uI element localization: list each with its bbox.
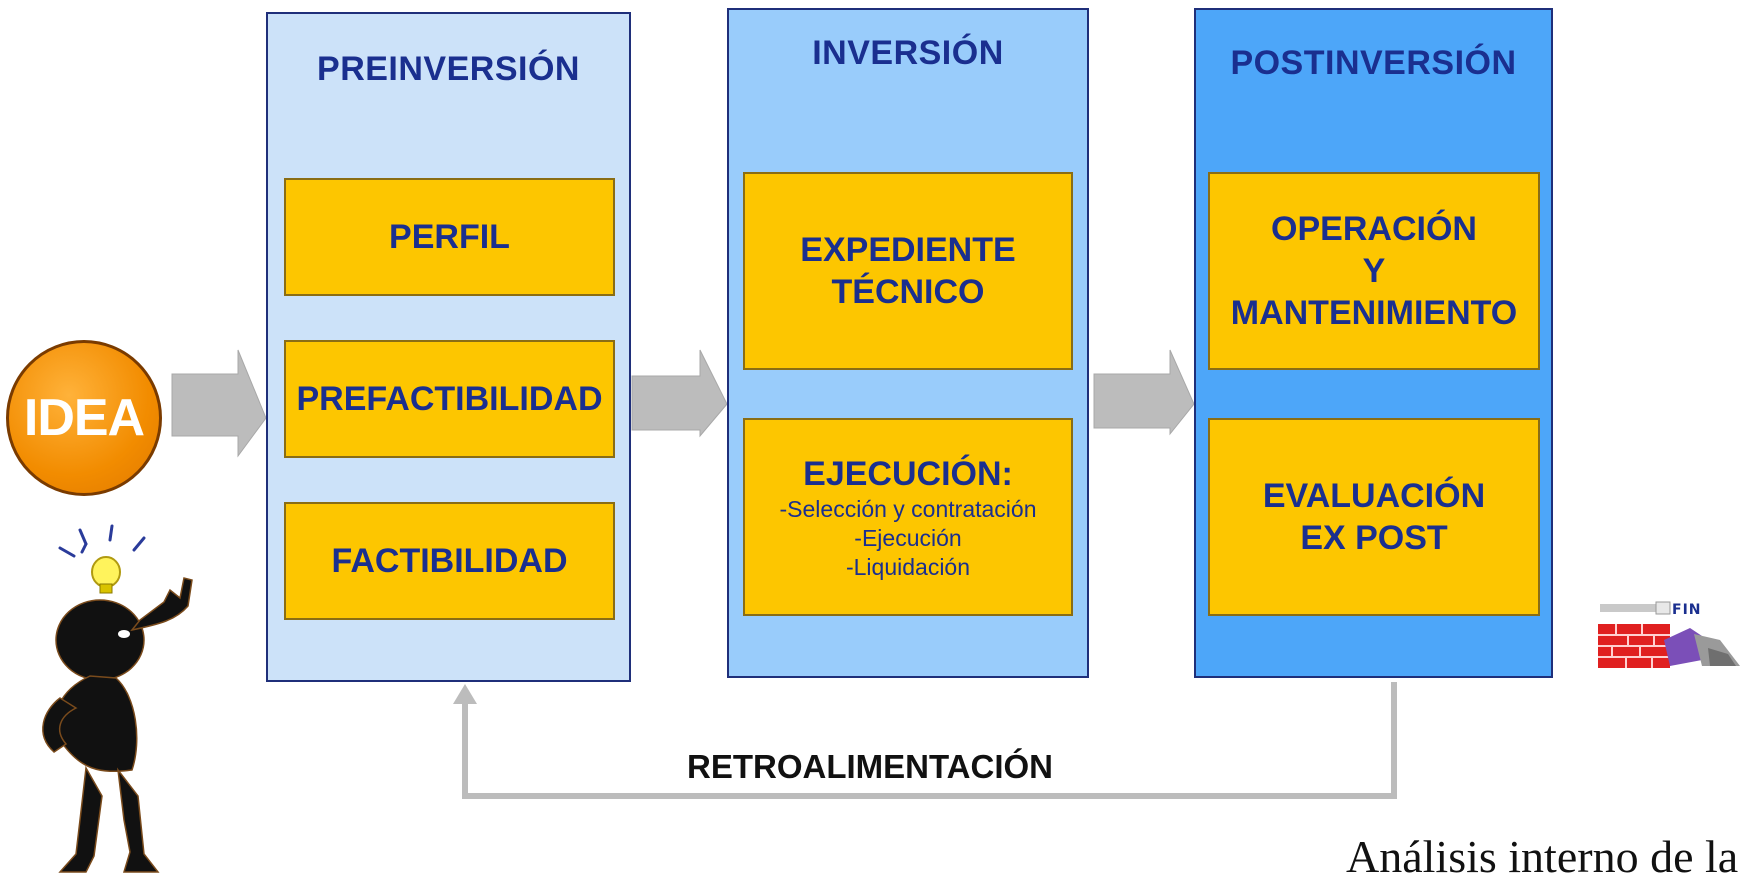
arrow-preinversion-to-inversion: [631, 349, 728, 438]
stage-operacion-line-3: MANTENIMIENTO: [1230, 294, 1518, 332]
stage-expediente-line-1: EXPEDIENTE: [800, 231, 1016, 269]
feedback-arrowhead: [453, 684, 477, 704]
stage-operacion-line-2: Y: [1362, 252, 1386, 290]
stage-evaluacion-line-1: EVALUACIÓN: [1262, 477, 1486, 515]
lightbulb-rays: [58, 524, 146, 558]
feedback-label: RETROALIMENTACIÓN: [686, 748, 1054, 785]
stage-prefactibilidad: EXPEDIENTE PREFACTIBILIDAD: [284, 340, 615, 458]
arrow-inversion-to-postinversion: [1093, 349, 1195, 436]
phase-title-postinversion: POSTINVERSIÓN: [1230, 44, 1517, 82]
stage-ejecucion-sub-1: -Selección y contratación: [779, 495, 1037, 522]
arrow-idea-to-preinversion: [171, 349, 267, 458]
feedback-loop-line: [462, 682, 1397, 799]
stage-evaluacion-line-2: EX POST: [1300, 519, 1448, 557]
lightbulb-icon: [91, 556, 121, 594]
stage-ejecucion: EJECUCIÓN: -Selección y contratación -Ej…: [743, 418, 1073, 616]
stage-operacion-mantenimiento: OPERACIÓN Y MANTENIMIENTO: [1208, 172, 1540, 370]
stage-factibilidad-label: FACTIBILIDAD: [331, 542, 568, 580]
idea-person-icon: [42, 524, 193, 873]
end-wall-icon: FIN: [1598, 601, 1740, 668]
stage-expediente-line-2: TÉCNICO: [831, 273, 985, 311]
idea-node: IDEA: [6, 340, 162, 496]
stage-ejecucion-sub-3: -Liquidación: [845, 553, 971, 580]
stage-ejecucion-label: EJECUCIÓN:: [803, 454, 1013, 493]
phase-preinversion: PREINVERSIÓN PERFIL EXPEDIENTE PREFACTIB…: [266, 12, 631, 682]
stage-factibilidad: FACTIBILIDAD: [284, 502, 615, 620]
phase-inversion: INVERSIÓN EXPEDIENTE TÉCNICO EJECUCIÓN: …: [727, 8, 1089, 678]
stage-expediente-tecnico: EXPEDIENTE TÉCNICO: [743, 172, 1073, 370]
phase-postinversion: POSTINVERSIÓN OPERACIÓN Y MANTENIMIENTO …: [1194, 8, 1553, 678]
stage-prefactibilidad-text: PREFACTIBILIDAD: [296, 380, 603, 418]
stage-perfil: PERFIL: [284, 178, 615, 296]
end-label: FIN: [1672, 602, 1702, 618]
stage-evaluacion-ex-post: EVALUACIÓN EX POST: [1208, 418, 1540, 616]
stage-perfil-label: PERFIL: [389, 218, 510, 256]
stage-ejecucion-sub-2: -Ejecución: [854, 524, 962, 551]
idea-label: IDEA: [23, 389, 145, 447]
brick-wall: [1598, 624, 1670, 668]
stage-operacion-line-1: OPERACIÓN: [1271, 210, 1477, 248]
footer-text: Análisis interno de la: [1346, 831, 1739, 882]
phase-title-inversion: INVERSIÓN: [812, 34, 1004, 72]
phase-title-preinversion: PREINVERSIÓN: [317, 50, 580, 88]
